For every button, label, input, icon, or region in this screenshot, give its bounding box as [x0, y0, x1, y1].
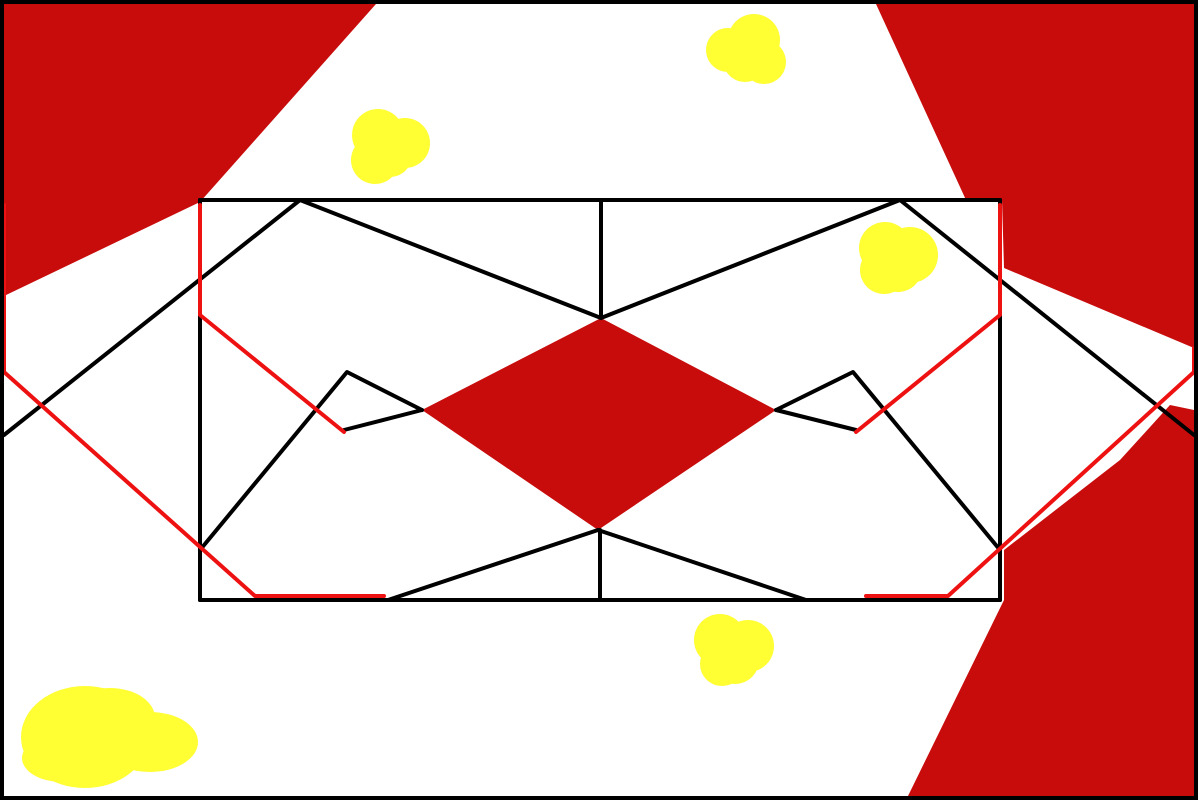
black-line-right-inner-lower: [774, 408, 858, 432]
black-line-right-inner: [774, 370, 1002, 552]
red-line-right-inner-path: [854, 203, 1002, 434]
black-line-left-inner-lower: [342, 408, 424, 432]
black-line-left-outer: [2, 198, 603, 437]
black-line-bottom-right: [596, 528, 808, 602]
red-diamond-center: [422, 318, 776, 530]
yellow-blob-top-left: [351, 109, 430, 184]
black-line-right-top: [599, 198, 1196, 437]
yellow-blob-top-center: [706, 14, 786, 84]
yellow-blob-bottom-left: [21, 686, 198, 788]
red-region-top-right: [876, 4, 1194, 348]
black-line-bottom-left: [386, 528, 600, 602]
yellow-blob-bottom-center: [694, 614, 774, 686]
yellow-blob-right-inner: [859, 222, 938, 294]
red-region-top-left: [4, 4, 376, 296]
black-line-left-inner: [198, 370, 424, 552]
red-line-left-inner-path: [198, 203, 346, 434]
red-region-bottom-right: [908, 405, 1194, 796]
